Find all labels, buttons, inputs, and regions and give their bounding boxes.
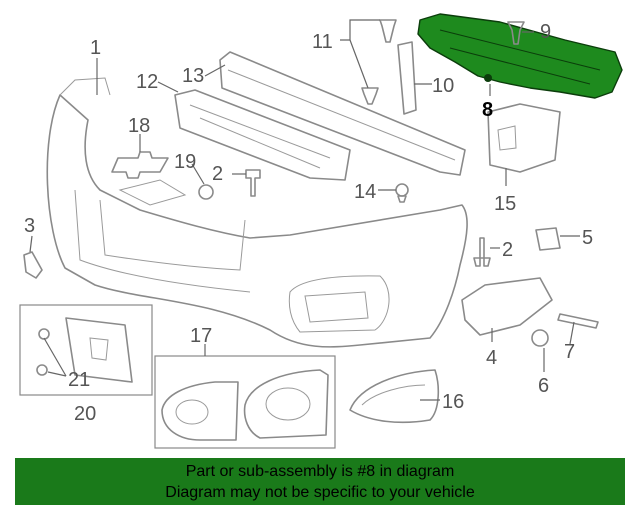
bolt-7[interactable] xyxy=(557,313,599,329)
callout-17: 17 xyxy=(190,325,212,347)
callout-4: 4 xyxy=(486,347,497,369)
callout-15: 15 xyxy=(494,193,516,215)
push-pin-11-lower[interactable] xyxy=(361,87,379,105)
license-bracket-box-20 xyxy=(19,304,153,396)
fastener-14[interactable] xyxy=(395,183,409,203)
banner-line-2: Diagram may not be specific to your vehi… xyxy=(165,484,475,501)
callout-1: 1 xyxy=(90,37,101,59)
side-bracket-part[interactable] xyxy=(23,251,43,279)
callout-19: 19 xyxy=(174,151,196,173)
callout-13: 13 xyxy=(182,65,204,87)
clip-5[interactable] xyxy=(535,227,561,251)
fog-lamp-cover-box-17 xyxy=(154,355,336,449)
callout-6: 6 xyxy=(538,375,549,397)
callout-11: 11 xyxy=(312,31,333,53)
callout-14: 14 xyxy=(354,181,376,203)
upper-shield-part-8[interactable] xyxy=(417,13,623,99)
callout-21: 21 xyxy=(68,369,90,391)
fog-lamp-cover-left[interactable] xyxy=(161,381,239,441)
bracket-4[interactable] xyxy=(461,277,553,336)
fastener-2-lower[interactable] xyxy=(473,237,491,267)
callout-12: 12 xyxy=(136,71,158,93)
screw-21-lower[interactable] xyxy=(36,364,48,376)
impact-bar-part[interactable] xyxy=(219,51,466,176)
screw-21-upper[interactable] xyxy=(38,328,50,340)
fog-lamp-cover-right[interactable] xyxy=(243,369,329,439)
fastener-19[interactable] xyxy=(198,184,214,200)
callout-16: 16 xyxy=(442,391,464,413)
callout-5: 5 xyxy=(582,227,593,249)
callout-18: 18 xyxy=(128,115,150,137)
callout-9: 9 xyxy=(540,21,551,43)
push-pin-11-upper[interactable] xyxy=(379,19,397,43)
parts-diagram: 1 2 2 3 4 5 6 7 8 9 10 11 12 13 14 15 16… xyxy=(19,13,623,449)
fastener-6[interactable] xyxy=(531,329,549,347)
fastener-2-upper[interactable] xyxy=(245,169,261,197)
emblem-part[interactable] xyxy=(111,151,169,179)
info-banner: Part or sub-assembly is #8 in diagram Di… xyxy=(15,458,625,505)
energy-absorber-part[interactable] xyxy=(174,89,351,181)
callout-2-upper: 2 xyxy=(212,163,223,185)
leader-lines xyxy=(29,19,580,401)
bumper-fascia-part[interactable] xyxy=(46,77,468,348)
callout-10: 10 xyxy=(432,75,454,97)
push-pin-9[interactable] xyxy=(507,21,525,45)
callout-2-lower: 2 xyxy=(502,239,513,261)
license-plate-bracket[interactable] xyxy=(65,317,133,383)
callout-3: 3 xyxy=(24,215,35,237)
banner-line-1: Part or sub-assembly is #8 in diagram xyxy=(185,463,455,480)
callout-7: 7 xyxy=(564,341,575,363)
callout-8: 8 xyxy=(482,99,493,121)
bezel-16[interactable] xyxy=(349,369,440,424)
bracket-15[interactable] xyxy=(487,103,561,173)
callout-20: 20 xyxy=(74,403,96,425)
bracket-10[interactable] xyxy=(397,41,417,115)
